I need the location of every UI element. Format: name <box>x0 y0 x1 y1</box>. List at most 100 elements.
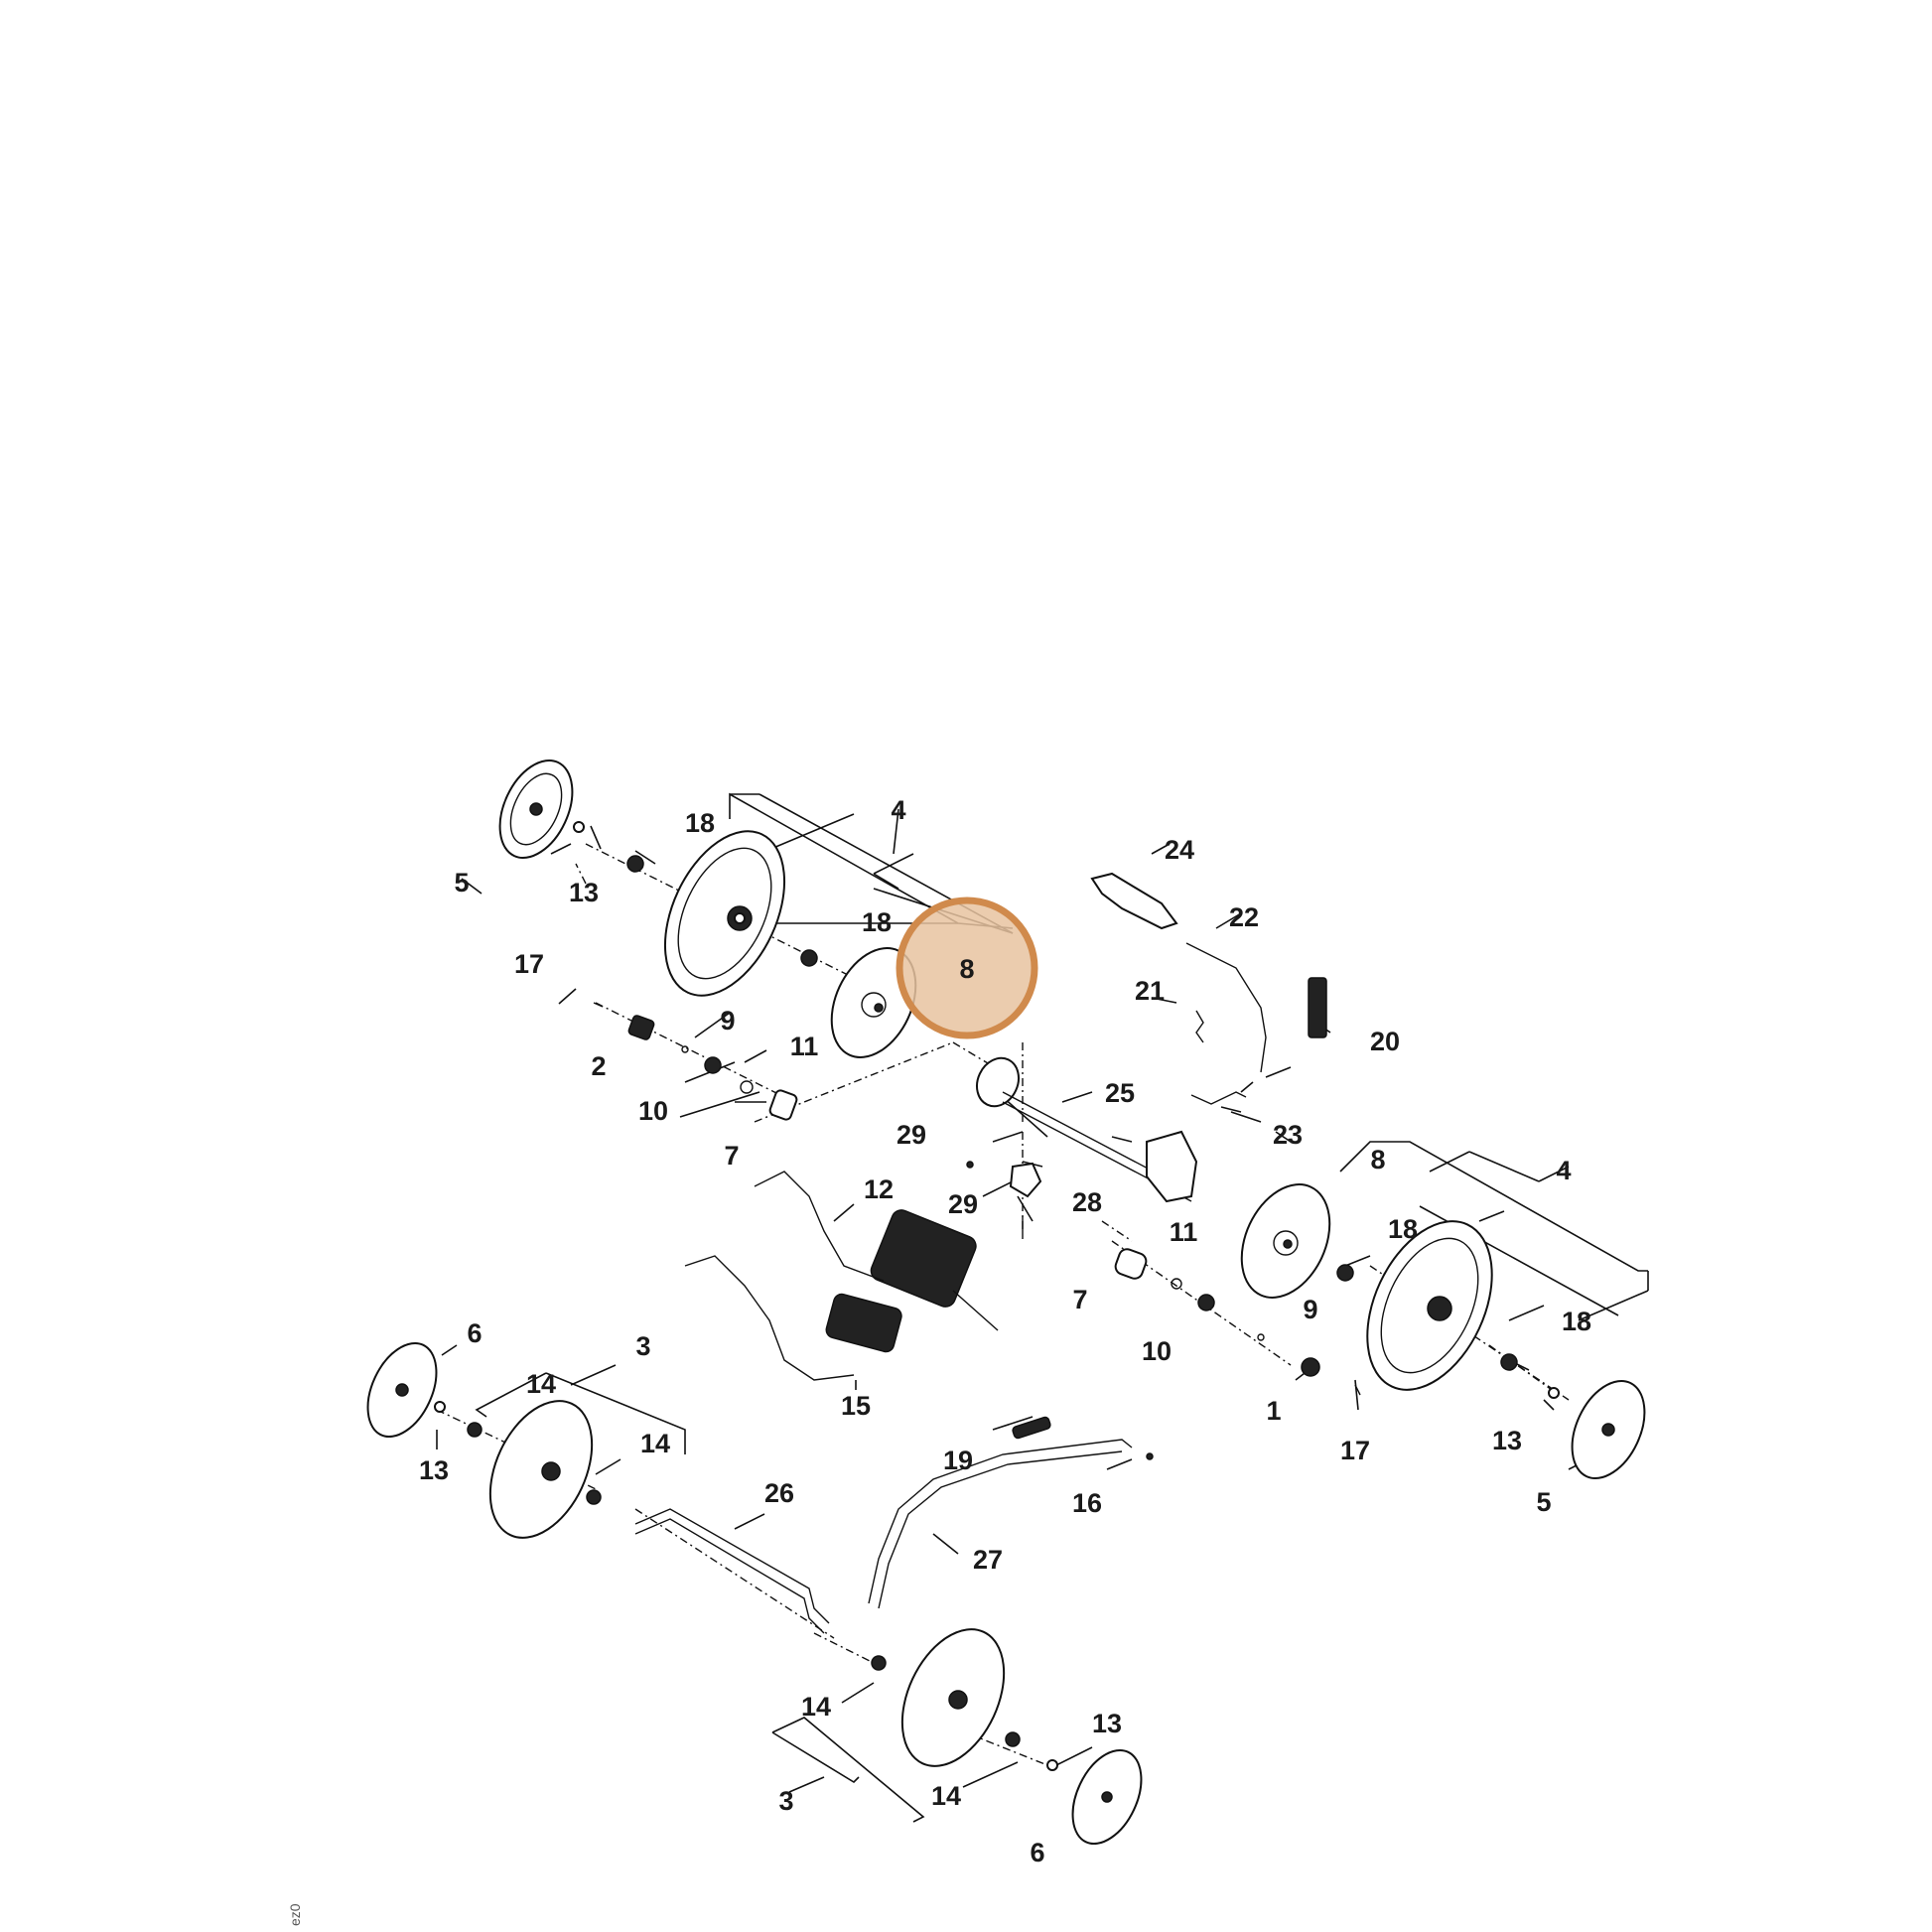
callout-13c: 13 <box>419 1455 449 1485</box>
front-axle-26 <box>634 1508 830 1624</box>
pin-17 <box>593 1002 604 1008</box>
callout-7a: 7 <box>724 1141 739 1171</box>
callout-7b: 7 <box>1072 1285 1087 1314</box>
highlight-label: 8 <box>959 954 974 984</box>
gear-disc-8-right <box>1240 1183 1331 1299</box>
callout-1: 1 <box>1266 1396 1281 1426</box>
callout-9a: 9 <box>720 1006 735 1035</box>
nut-13d <box>1046 1759 1058 1771</box>
callout-14a: 14 <box>526 1369 556 1399</box>
spring-19 <box>1012 1416 1051 1440</box>
callout-27: 27 <box>973 1545 1003 1575</box>
callout-18b: 18 <box>862 907 892 937</box>
bearing-18d <box>1500 1353 1518 1371</box>
rear-wheel-right <box>1366 1220 1493 1391</box>
pin-17b <box>1354 1384 1361 1396</box>
bushing-7 <box>768 1089 798 1121</box>
callout-6a: 6 <box>467 1318 482 1348</box>
callout-8b: 8 <box>1370 1145 1385 1174</box>
callout-labels: 18 4 5 13 18 17 9 2 11 10 7 24 22 21 20 … <box>419 795 1591 1867</box>
callout-29b: 29 <box>948 1189 978 1219</box>
callout-17b: 17 <box>1340 1436 1370 1465</box>
bearing-14a <box>467 1422 483 1438</box>
bearing-14b <box>586 1489 602 1505</box>
callout-3b: 3 <box>778 1786 793 1816</box>
callout-28: 28 <box>1072 1187 1102 1217</box>
washer-9b <box>1257 1333 1265 1341</box>
pinion-2 <box>627 1015 655 1040</box>
callout-4b: 4 <box>1556 1156 1571 1185</box>
bearing-10 <box>704 1056 722 1074</box>
nut-13c <box>434 1401 446 1413</box>
callout-4a: 4 <box>891 795 905 825</box>
callout-2: 2 <box>591 1051 606 1081</box>
callout-25: 25 <box>1105 1078 1135 1108</box>
hubcap-6-right <box>1071 1748 1143 1846</box>
nut-13 <box>573 821 585 833</box>
callout-13a: 13 <box>569 878 599 907</box>
front-axle-26-edge <box>634 1518 825 1634</box>
bearing-14c <box>871 1655 887 1671</box>
callout-15: 15 <box>841 1391 871 1421</box>
pin-16 <box>1146 1452 1154 1460</box>
bracket-24 <box>1090 872 1178 930</box>
highlight-circle[interactable] <box>896 897 1038 1039</box>
washer-11 <box>740 1080 754 1094</box>
bearing-18b <box>800 949 818 967</box>
axle-27 <box>868 1439 1133 1604</box>
callout-22: 22 <box>1229 902 1259 932</box>
callout-18a: 18 <box>685 808 715 838</box>
bushing-7b <box>1114 1248 1148 1280</box>
clip-28 <box>1009 1162 1042 1198</box>
plate-20 <box>1308 977 1327 1038</box>
callout-11b: 11 <box>1170 1217 1198 1247</box>
parts <box>366 759 1646 1846</box>
rear-wheel-left <box>663 830 786 997</box>
rod-23 <box>1190 1091 1247 1105</box>
front-wheel-right <box>900 1628 1006 1767</box>
hubcap-5-right <box>1571 1379 1646 1480</box>
gear-disc-8-top <box>830 947 917 1058</box>
hubcap-6-left <box>366 1341 438 1439</box>
gear-housing-25 <box>976 1056 1198 1203</box>
callout-24: 24 <box>1165 835 1194 865</box>
front-wheel-left <box>488 1400 594 1539</box>
bearing-18c <box>1336 1264 1354 1282</box>
bearing-18 <box>626 855 644 873</box>
axle-27-edge <box>878 1450 1123 1609</box>
screw-29-top <box>966 1161 974 1169</box>
callout-18c: 18 <box>1388 1214 1418 1244</box>
callout-13b: 13 <box>1492 1426 1522 1455</box>
callout-13d: 13 <box>1092 1709 1122 1738</box>
callout-6b: 6 <box>1030 1838 1044 1867</box>
callout-19: 19 <box>943 1446 973 1475</box>
callout-10b: 10 <box>1142 1336 1172 1366</box>
callout-14b: 14 <box>640 1429 670 1458</box>
callout-16: 16 <box>1072 1488 1102 1518</box>
callout-9b: 9 <box>1303 1295 1317 1324</box>
callout-10a: 10 <box>638 1096 668 1126</box>
bearing-10b <box>1197 1294 1215 1311</box>
callout-5b: 5 <box>1536 1487 1551 1517</box>
callout-26: 26 <box>764 1478 794 1508</box>
bearing-14d <box>1005 1731 1021 1747</box>
rod-22 <box>1185 942 1267 1073</box>
callout-17a: 17 <box>514 949 544 979</box>
callout-23: 23 <box>1273 1120 1303 1150</box>
motor-12 <box>754 1171 999 1331</box>
highlight-marker[interactable]: 8 <box>896 897 1038 1039</box>
callout-18d: 18 <box>1562 1307 1591 1336</box>
hubcap-5-left <box>498 759 574 860</box>
callout-20: 20 <box>1370 1027 1400 1056</box>
callout-14d: 14 <box>931 1781 961 1811</box>
washer-11b <box>1171 1278 1182 1290</box>
motor-15 <box>684 1255 902 1381</box>
washer-9 <box>681 1045 689 1053</box>
callout-5a: 5 <box>454 868 469 897</box>
callout-11a: 11 <box>790 1032 819 1061</box>
callout-21: 21 <box>1135 976 1165 1006</box>
callout-12: 12 <box>864 1174 894 1204</box>
leader-lines <box>436 792 1649 1838</box>
nut-13b <box>1548 1387 1560 1399</box>
